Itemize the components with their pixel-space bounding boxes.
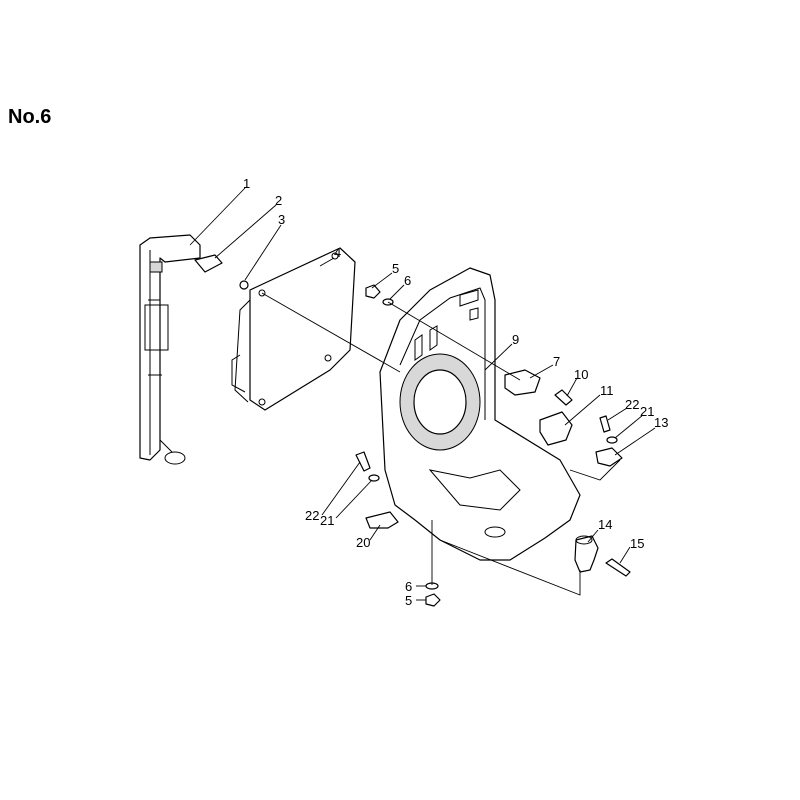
callout-15: 15 [630,536,644,551]
callout-6-upper: 6 [404,273,411,288]
part-washer-21-right [606,436,618,444]
callout-13: 13 [654,415,668,430]
part-bolt-22-right [599,415,611,433]
callout-1: 1 [243,176,250,191]
part-back-pad [231,247,356,411]
callout-14: 14 [598,517,612,532]
callout-11: 11 [600,383,614,398]
page-title: No.6 [8,106,52,128]
callout-20: 20 [356,535,370,550]
part-screw-15 [605,558,631,577]
part-elbow [574,535,599,573]
callout-10: 10 [574,367,588,382]
part-strap [139,234,201,465]
callout-22-right: 22 [625,397,639,412]
part-fitting [595,447,623,467]
callout-21-left: 21 [320,513,334,528]
part-clamp-20 [365,511,399,529]
callout-7: 7 [553,354,560,369]
part-nut-5-upper [365,284,381,299]
part-clip [194,254,223,273]
callout-6-lower: 6 [405,579,412,594]
part-washer-21-left [368,474,380,482]
callout-21-right: 21 [640,404,654,419]
part-holder [539,411,573,446]
callout-9: 9 [512,332,519,347]
leader-lines [189,187,656,601]
callout-5-lower: 5 [405,593,412,608]
callout-labels: 1 2 3 4 5 6 9 7 10 11 22 21 13 22 21 20 … [243,176,668,608]
callout-5-upper: 5 [392,261,399,276]
part-nut-5-lower [425,593,441,607]
callout-3: 3 [278,212,285,227]
part-bolt-10 [554,389,573,406]
part-main-frame [379,267,581,561]
callout-22-left: 22 [305,508,319,523]
callout-2: 2 [275,193,282,208]
assembly-lines [261,292,621,596]
part-bolt-22-left [355,451,371,472]
callout-4: 4 [334,245,341,260]
part-grommet [239,280,249,290]
